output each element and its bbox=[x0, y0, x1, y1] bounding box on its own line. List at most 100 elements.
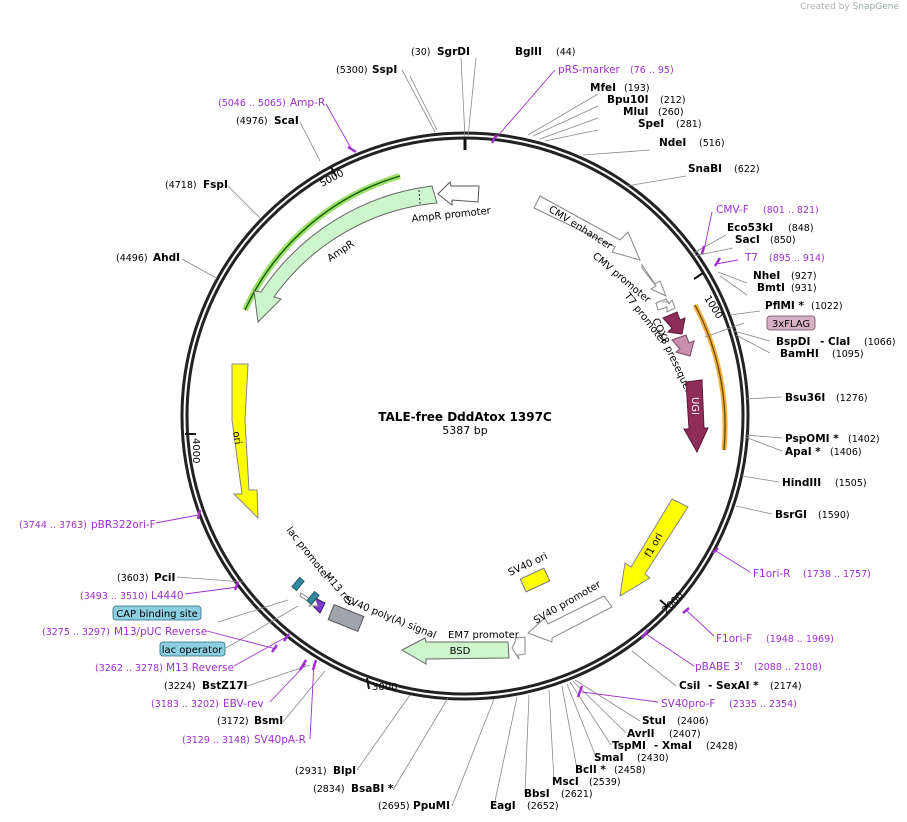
sv40-polya-box bbox=[327, 603, 365, 633]
primer-labels: pRS-marker (76 .. 95) CMV-F (801 .. 821)… bbox=[19, 64, 871, 746]
primer-f1ori-f: F1ori-F bbox=[716, 633, 752, 645]
enzyme-pos-bpu10i: (212) bbox=[660, 95, 686, 106]
enzyme-labels: (30) SgrDI BglII (44) MfeI (193) Bpu10I … bbox=[116, 46, 896, 812]
feature-label-ampr-promoter: AmpR promoter bbox=[411, 206, 492, 225]
enzyme-snabi: SnaBI bbox=[688, 163, 722, 175]
primer-pos-l4440: (3493 .. 3510) bbox=[80, 591, 148, 602]
em7-promoter-arrow bbox=[511, 636, 526, 660]
boxed-feature-3xflag: 3xFLAG bbox=[766, 315, 816, 331]
enzyme-pos-sspi: (5300) bbox=[336, 65, 368, 76]
enzyme-pos-spei: (281) bbox=[676, 119, 702, 130]
enzyme-pos-bsrgi: (1590) bbox=[818, 510, 850, 521]
boxed-feature-cap: CAP binding site bbox=[112, 605, 202, 621]
enzyme-ndei: NdeI bbox=[659, 137, 686, 149]
enzyme-pos-bcli: (2458) bbox=[614, 765, 646, 776]
feature-label-em7-promoter: EM7 promoter bbox=[448, 630, 520, 641]
cap-site-mark bbox=[291, 576, 305, 592]
boxed-label-3xflag: 3xFLAG bbox=[772, 319, 810, 330]
enzyme-bsrgi: BsrGI bbox=[775, 509, 807, 521]
ori-arrow bbox=[231, 363, 259, 520]
enzyme-sexai: - SexAI * bbox=[708, 680, 759, 692]
enzyme-pos-mlui: (260) bbox=[658, 107, 684, 118]
boxed-label-lac-operator: lac operator bbox=[162, 645, 223, 656]
enzyme-blpi: BlpI bbox=[333, 765, 356, 777]
enzyme-bamhi: BamHI bbox=[780, 348, 819, 360]
cox8-arrow bbox=[662, 311, 686, 335]
enzyme-fspi: FspI bbox=[203, 179, 228, 191]
enzyme-pos-pcii: (3603) bbox=[117, 573, 149, 584]
primer-pos-pbr322ori-f: (3744 .. 3763) bbox=[19, 520, 87, 531]
enzyme-sspi: SspI bbox=[372, 64, 397, 76]
t7-promoter-arrow bbox=[655, 298, 676, 313]
primer-pos-sv40pa-r: (3129 .. 3148) bbox=[182, 735, 250, 746]
primer-pos-f1ori-r: (1738 .. 1757) bbox=[803, 569, 871, 580]
enzyme-bsabi: BsaBI * bbox=[351, 783, 394, 795]
primer-pos-amp-r: (5046 .. 5065) bbox=[218, 98, 286, 109]
primer-pbabe-3: pBABE 3' bbox=[695, 661, 743, 673]
enzyme-pos-stui: (2406) bbox=[677, 716, 709, 727]
enzyme-stui: StuI bbox=[642, 715, 666, 727]
enzyme-bsu36i: Bsu36I bbox=[785, 392, 825, 404]
enzyme-pos-bamhi: (1095) bbox=[832, 349, 864, 360]
primer-pos-pbabe-3: (2088 .. 2108) bbox=[754, 662, 822, 673]
ampr-promoter-arrow bbox=[437, 181, 480, 207]
primer-ebv-rev: EBV-rev bbox=[223, 698, 264, 710]
enzyme-smai: SmaI bbox=[594, 752, 624, 764]
snapgene-credit: Created by SnapGene bbox=[800, 2, 899, 12]
enzyme-pos-ndei: (516) bbox=[699, 138, 725, 149]
boxed-feature-lac-operator: lac operator bbox=[159, 641, 226, 657]
enzyme-pos-bstz17i: (3224) bbox=[164, 681, 196, 692]
enzyme-pos-avrii: (2407) bbox=[669, 729, 701, 740]
enzyme-pcii: PciI bbox=[154, 572, 175, 584]
enzyme-clai: - ClaI bbox=[820, 336, 850, 348]
bsd-arrow bbox=[400, 637, 510, 665]
enzyme-scai: ScaI bbox=[274, 115, 299, 127]
primer-pbr322ori-f: pBR322ori-F bbox=[91, 519, 156, 531]
enzyme-pos-bsmi: (3172) bbox=[217, 716, 249, 727]
leader-lines bbox=[176, 57, 783, 807]
enzyme-pspomi: PspOMI * bbox=[785, 433, 839, 445]
enzyme-pos-eagi: (2652) bbox=[527, 801, 559, 812]
enzyme-bcli: BclI * bbox=[575, 764, 606, 776]
primer-pos-f1ori-f: (1948 .. 1969) bbox=[766, 634, 834, 645]
primer-pos-cmv-f: (801 .. 821) bbox=[763, 205, 819, 216]
tick-label-3000: 3000 bbox=[372, 682, 397, 693]
enzyme-bglii: BglII bbox=[515, 46, 542, 58]
enzyme-bbsi: BbsI bbox=[524, 788, 550, 800]
primer-f1ori-r: F1ori-R bbox=[753, 568, 790, 580]
boxed-label-cap: CAP binding site bbox=[116, 609, 198, 620]
enzyme-pos-clai: (1066) bbox=[864, 337, 896, 348]
enzyme-pos-eco53ki: (848) bbox=[788, 223, 814, 234]
primer-cmv-f: CMV-F bbox=[716, 204, 749, 216]
highlight-arc-orange-core bbox=[694, 304, 726, 451]
sv40-promoter-arrow bbox=[527, 595, 613, 643]
enzyme-pos-nhei: (927) bbox=[791, 271, 817, 282]
enzyme-sgrdi: SgrDI bbox=[437, 46, 470, 58]
lac-operator-mark bbox=[306, 590, 320, 606]
cmv-promoter-arrow bbox=[641, 263, 667, 297]
enzyme-ahdi: AhdI bbox=[153, 252, 180, 264]
enzyme-avrii: AvrII bbox=[627, 728, 655, 740]
feature-label-lac-promoter: lac promoter bbox=[284, 525, 333, 583]
enzyme-mlui: MluI bbox=[623, 106, 648, 118]
enzyme-pflmi: PflMI * bbox=[765, 300, 804, 312]
primer-m13-reverse: M13 Reverse bbox=[166, 662, 234, 674]
enzyme-pos-pflmi: (1022) bbox=[811, 301, 843, 312]
enzyme-pos-snabi: (622) bbox=[734, 164, 760, 175]
enzyme-pos-fspi: (4718) bbox=[165, 180, 197, 191]
enzyme-apai: ApaI * bbox=[785, 446, 821, 458]
enzyme-pos-scai: (4976) bbox=[236, 116, 268, 127]
enzyme-pos-blpi: (2931) bbox=[295, 766, 327, 777]
primer-pos-m13-reverse: (3262 .. 3278) bbox=[95, 663, 163, 674]
enzyme-pos-msci: (2539) bbox=[589, 777, 621, 788]
enzyme-pos-bbsi: (2621) bbox=[561, 789, 593, 800]
enzyme-pos-pspomi: (1402) bbox=[848, 434, 880, 445]
enzyme-nhei: NheI bbox=[753, 270, 780, 282]
cox8-presequence-arrow bbox=[671, 334, 695, 357]
plasmid-length: 5387 bp bbox=[442, 424, 487, 437]
primer-pos-sv40pro-f: (2335 .. 2354) bbox=[729, 699, 797, 710]
plasmid-name: TALE-free DddAtox 1397C bbox=[378, 410, 552, 424]
enzyme-pos-sgrdi: (30) bbox=[411, 47, 431, 58]
primer-prs-marker: pRS-marker bbox=[558, 64, 621, 76]
